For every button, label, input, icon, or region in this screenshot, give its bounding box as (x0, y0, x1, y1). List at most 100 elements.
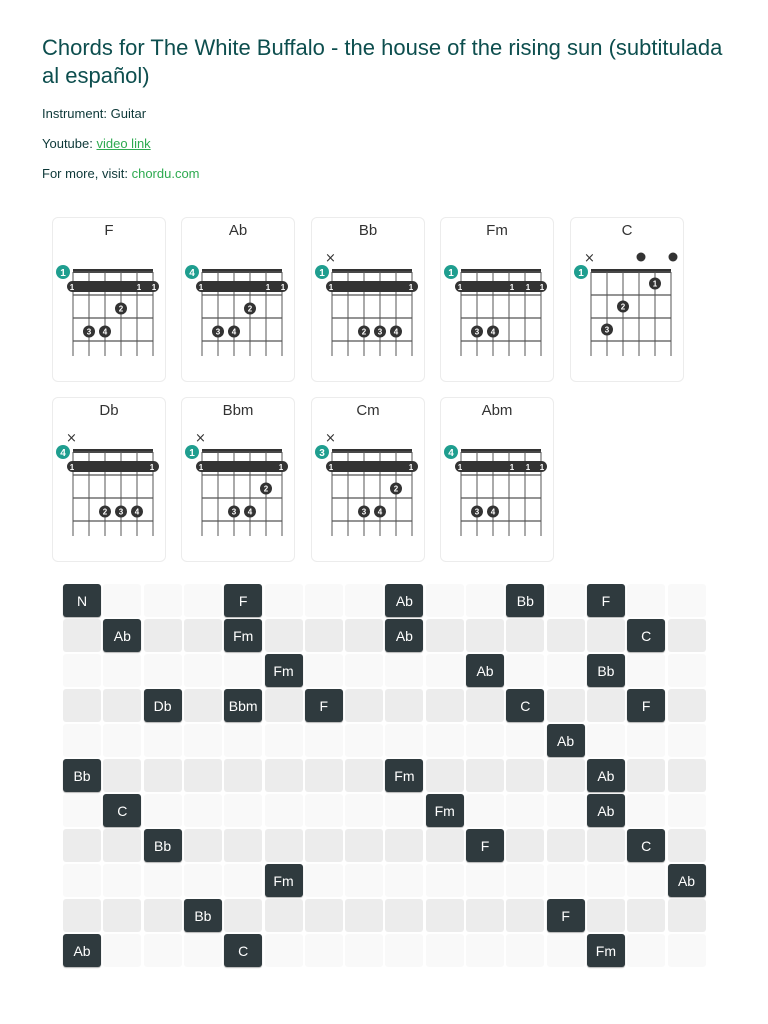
progression-empty-cell (385, 794, 424, 827)
progression-empty-cell (63, 794, 101, 827)
instrument-label: Instrument: (42, 106, 108, 121)
finger-number: 2 (394, 485, 399, 494)
progression-chord-cell[interactable]: Bbm (224, 689, 263, 722)
fret-position-badge (56, 265, 70, 279)
progression-empty-cell (264, 689, 303, 722)
finger-number: 3 (232, 508, 237, 517)
progression-chord-cell[interactable]: F (627, 689, 666, 722)
progression-chord-cell[interactable]: Fm (264, 654, 303, 687)
finger-number: 2 (119, 305, 124, 314)
chord-name: F (104, 222, 114, 239)
progression-empty-cell (345, 584, 384, 617)
progression-chord-cell[interactable]: Ab (103, 619, 142, 652)
barre-finger-label: 1 (458, 463, 463, 472)
progression-empty-cell (345, 934, 384, 967)
progression-chord-cell[interactable]: C (506, 689, 545, 722)
progression-chord-cell[interactable]: Fm (385, 759, 424, 792)
progression-empty-cell (224, 864, 263, 897)
progression-chord-cell[interactable]: C (627, 619, 666, 652)
progression-chord-label: Ab (476, 662, 494, 679)
progression-empty-cell (466, 584, 504, 617)
progression-chord-cell[interactable]: Ab (385, 619, 424, 652)
progression-chord-cell[interactable]: F (466, 829, 504, 862)
progression-chord-cell[interactable]: Fm (425, 794, 464, 827)
progression-empty-cell (143, 794, 182, 827)
chordu-link[interactable]: chordu.com (131, 166, 200, 181)
progression-empty-cell (304, 899, 343, 932)
progression-chord-cell[interactable]: C (627, 829, 666, 862)
youtube-video-link[interactable]: video link (96, 136, 151, 151)
progression-empty-cell (385, 899, 424, 932)
finger-number: 4 (248, 508, 253, 517)
progression-empty-cell (264, 584, 303, 617)
instrument-line: Instrument: Guitar (42, 106, 146, 121)
progression-empty-cell (304, 864, 343, 897)
finger-number: 3 (87, 328, 92, 337)
barre-finger-label: 1 (526, 283, 531, 292)
finger-number: 2 (103, 508, 108, 517)
finger-dot (260, 482, 272, 495)
progression-empty-cell (466, 724, 504, 757)
progression-chord-cell[interactable]: Bb (143, 829, 182, 862)
barre-finger-label: 1 (279, 463, 284, 472)
progression-chord-cell[interactable]: F (224, 584, 263, 617)
finger-number: 4 (491, 328, 496, 337)
progression-chord-cell[interactable]: F (304, 689, 343, 722)
progression-chord-cell[interactable]: Bb (183, 899, 222, 932)
progression-chord-cell[interactable]: Ab (586, 794, 625, 827)
progression-chord-cell[interactable]: Fm (224, 619, 263, 652)
progression-empty-cell (586, 689, 625, 722)
progression-chord-cell[interactable]: N (63, 584, 101, 617)
progression-chord-cell[interactable]: Db (143, 689, 182, 722)
progression-empty-cell (667, 584, 706, 617)
chord-name: Bb (358, 222, 378, 239)
progression-chord-cell[interactable]: Ab (466, 654, 504, 687)
progression-empty-cell (506, 794, 545, 827)
fret-position-label: 1 (448, 268, 454, 279)
progression-empty-cell (586, 899, 625, 932)
progression-chord-label: Fm (233, 627, 254, 644)
barre-finger-label: 1 (70, 283, 75, 292)
progression-chord-cell[interactable]: Bb (506, 584, 545, 617)
progression-chord-cell[interactable]: Ab (385, 584, 424, 617)
progression-chord-cell[interactable]: Bb (63, 759, 101, 792)
progression-empty-cell (183, 864, 222, 897)
progression-empty-cell (224, 829, 263, 862)
progression-chord-cell[interactable]: Fm (586, 934, 625, 967)
progression-empty-cell (345, 689, 384, 722)
barre-finger-label: 1 (409, 283, 414, 292)
progression-chord-cell[interactable]: Ab (586, 759, 625, 792)
progression-chord-cell[interactable]: Ab (546, 724, 585, 757)
progression-chord-cell[interactable]: C (224, 934, 263, 967)
progression-empty-cell (627, 899, 666, 932)
progression-chord-label: C (520, 697, 531, 714)
finger-dot (374, 505, 386, 518)
progression-empty-cell (345, 794, 384, 827)
finger-number: 3 (362, 508, 367, 517)
muted-string-mark: × (325, 251, 336, 266)
progression-chord-cell[interactable]: Fm (264, 864, 303, 897)
progression-chord-cell[interactable]: C (103, 794, 142, 827)
progression-empty-cell (264, 899, 303, 932)
progression-chord-label: Fm (273, 662, 294, 679)
progression-chord-cell[interactable]: Ab (667, 864, 706, 897)
progression-chord-cell[interactable]: Bb (586, 654, 625, 687)
progression-empty-cell (506, 619, 545, 652)
progression-empty-cell (546, 654, 585, 687)
progression-chord-cell[interactable]: F (546, 899, 585, 932)
finger-dot (601, 323, 613, 336)
progression-chord-cell[interactable]: Ab (63, 934, 101, 967)
progression-chord-cell[interactable]: F (586, 584, 625, 617)
progression-empty-cell (627, 864, 666, 897)
